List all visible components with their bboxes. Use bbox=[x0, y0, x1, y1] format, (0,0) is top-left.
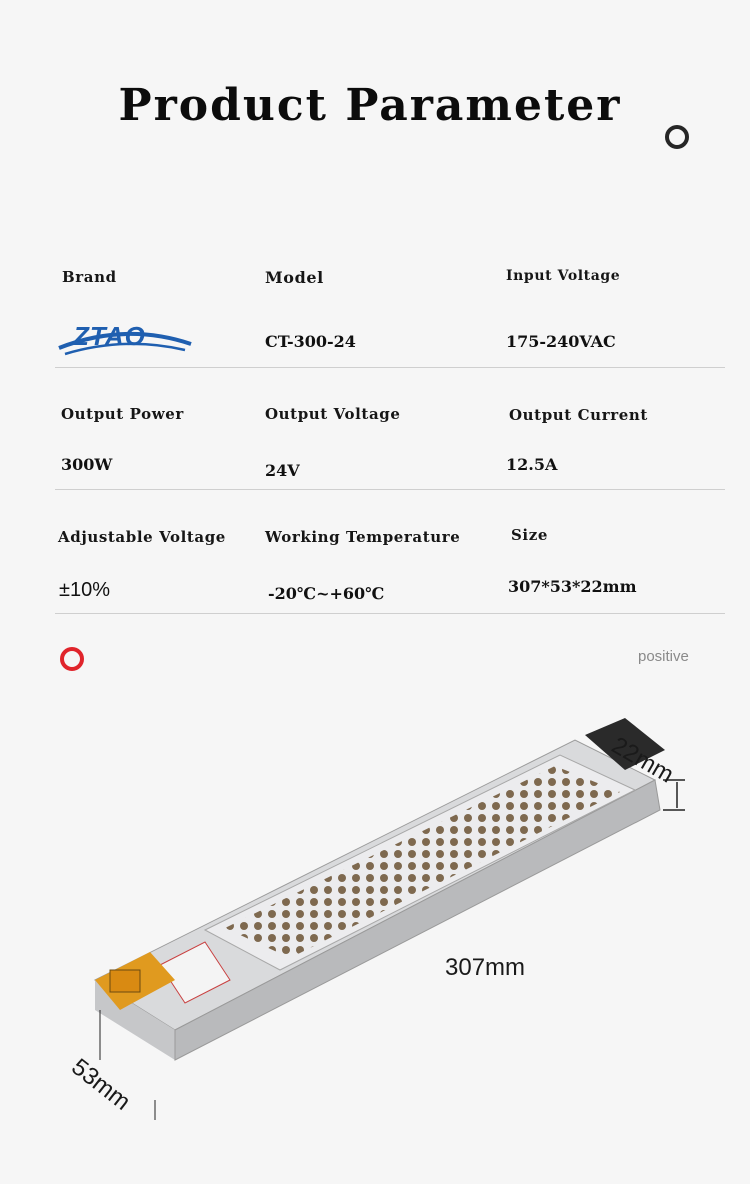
row-divider bbox=[55, 489, 725, 490]
view-label: positive bbox=[638, 648, 689, 665]
working-temperature-value: -20℃~+60℃ bbox=[268, 584, 385, 603]
adjustable-voltage-label: Adjustable Voltage bbox=[58, 528, 226, 546]
output-power-value: 300W bbox=[61, 455, 113, 474]
page-title: Product Parameter bbox=[118, 80, 622, 131]
ring-icon bbox=[665, 125, 689, 149]
input-voltage-label: Input Voltage bbox=[506, 268, 621, 284]
working-temperature-label: Working Temperature bbox=[265, 528, 461, 546]
output-voltage-label: Output Voltage bbox=[265, 405, 401, 423]
size-label: Size bbox=[511, 526, 548, 544]
row-divider bbox=[55, 613, 725, 614]
brand-label: Brand bbox=[62, 268, 117, 286]
model-value: CT-300-24 bbox=[265, 332, 356, 351]
length-dimension: 307mm bbox=[445, 954, 525, 981]
brand-value: ZTAO bbox=[72, 321, 146, 351]
input-voltage-value: 175-240VAC bbox=[506, 332, 616, 351]
size-value: 307*53*22mm bbox=[508, 577, 637, 596]
ztao-logo: ZTAO bbox=[58, 321, 192, 356]
model-label: Model bbox=[265, 268, 324, 287]
output-voltage-value: 24V bbox=[265, 461, 300, 480]
ring-icon bbox=[60, 647, 84, 671]
output-current-value: 12.5A bbox=[506, 455, 558, 474]
width-dimension: 53mm bbox=[66, 1053, 135, 1115]
output-power-label: Output Power bbox=[61, 405, 184, 423]
power-supply-illustration: 22mm 307mm 53mm bbox=[66, 718, 685, 1120]
output-current-label: Output Current bbox=[509, 406, 648, 424]
row-divider bbox=[55, 367, 725, 368]
adjustable-voltage-value: ±10% bbox=[59, 579, 111, 601]
